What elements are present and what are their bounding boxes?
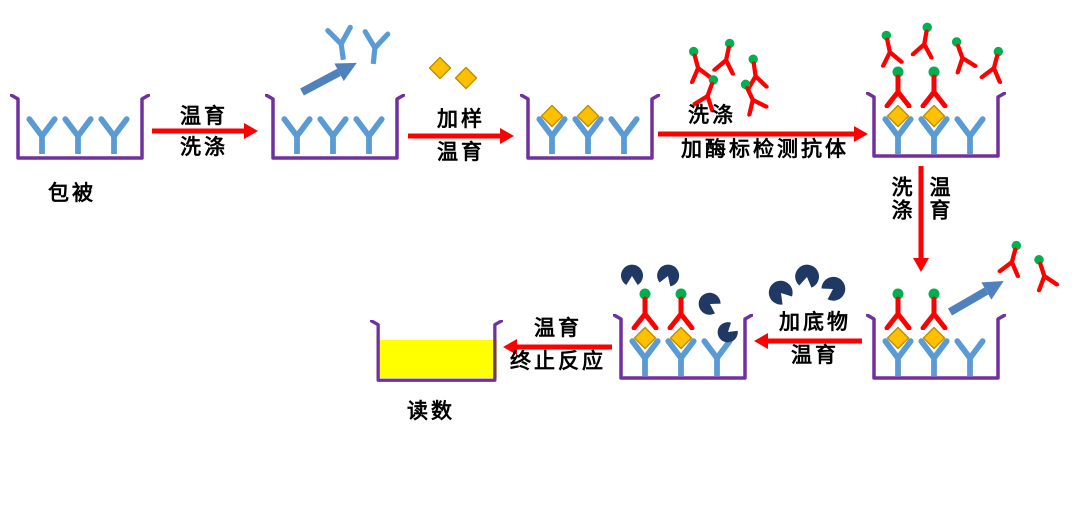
substrate-icon <box>694 288 724 319</box>
step1-label-line2: 洗涤 <box>180 135 228 159</box>
substrate-icon <box>763 275 797 309</box>
capture-antibody-icon <box>101 119 126 153</box>
step6-label-line1: 温育 <box>534 316 582 340</box>
washed-antibody-group <box>362 32 388 64</box>
step5-label-line2: 温育 <box>791 343 839 367</box>
step2-label-line1: 加样 <box>437 107 485 131</box>
detection-antibody-icon <box>982 45 1009 83</box>
substrate-icon <box>818 272 850 305</box>
detection-antibody-icon <box>876 29 901 66</box>
antigen-icon <box>454 66 478 90</box>
capture-antibody-icon <box>611 119 636 153</box>
capture-antibody-icon <box>328 27 355 60</box>
step3-label-line1: 洗涤 <box>688 103 736 127</box>
coat-label: 包被 <box>48 181 96 205</box>
step4-arrow-down-icon <box>913 166 929 272</box>
step4-label-col2: 温育 <box>927 176 952 222</box>
step2-label-line2: 温育 <box>437 140 485 164</box>
capture-antibody-icon <box>957 119 982 153</box>
capture-antibody-icon <box>320 119 345 153</box>
step5-arrow-left-icon <box>754 333 862 349</box>
capture-antibody-icon <box>957 341 982 375</box>
washed-antibody-group <box>328 27 355 60</box>
capture-antibody-icon <box>356 119 381 153</box>
step4-label-col1: 洗涤 <box>889 176 914 222</box>
step3-arrow-icon <box>658 126 868 142</box>
wash-arrow-icon <box>300 62 357 96</box>
step5-label-line1: 加底物 <box>779 310 851 334</box>
step1-arrow-icon <box>152 123 258 139</box>
detection-antibody-icon <box>923 67 945 107</box>
detection-antibody-icon <box>913 21 937 58</box>
substrate-icon <box>621 264 643 285</box>
detection-antibody-icon <box>887 289 909 329</box>
capture-antibody-icon <box>704 341 729 375</box>
detection-antibody-icon <box>670 289 692 329</box>
capture-antibody-icon <box>362 32 388 64</box>
detection-antibody-icon <box>714 37 739 74</box>
capture-antibody-icon <box>65 119 90 153</box>
step6-arrow-left-icon <box>503 339 612 355</box>
antigen-icon <box>428 56 452 80</box>
read-label: 读数 <box>407 399 455 423</box>
product-icon <box>378 340 497 378</box>
capture-antibody-icon <box>284 119 309 153</box>
substrate-icon <box>654 261 683 289</box>
detection-antibody-icon <box>634 289 656 329</box>
substrate-icon <box>793 262 821 289</box>
detection-antibody-icon <box>683 45 710 83</box>
detection-antibody-icon <box>1029 252 1057 290</box>
detection-antibody-icon <box>887 67 909 107</box>
detection-antibody-icon <box>923 289 945 329</box>
step1-label-line1: 温育 <box>180 104 228 128</box>
step6-label-line2: 终止反应 <box>510 349 606 373</box>
detection-antibody-icon <box>946 34 975 72</box>
wash-arrow-icon <box>948 281 1004 316</box>
step2-arrow-icon <box>408 128 514 144</box>
capture-antibody-icon <box>29 119 54 153</box>
detection-antibody-icon <box>1000 239 1027 277</box>
step3-label-line2: 加酶标检测抗体 <box>681 137 849 161</box>
